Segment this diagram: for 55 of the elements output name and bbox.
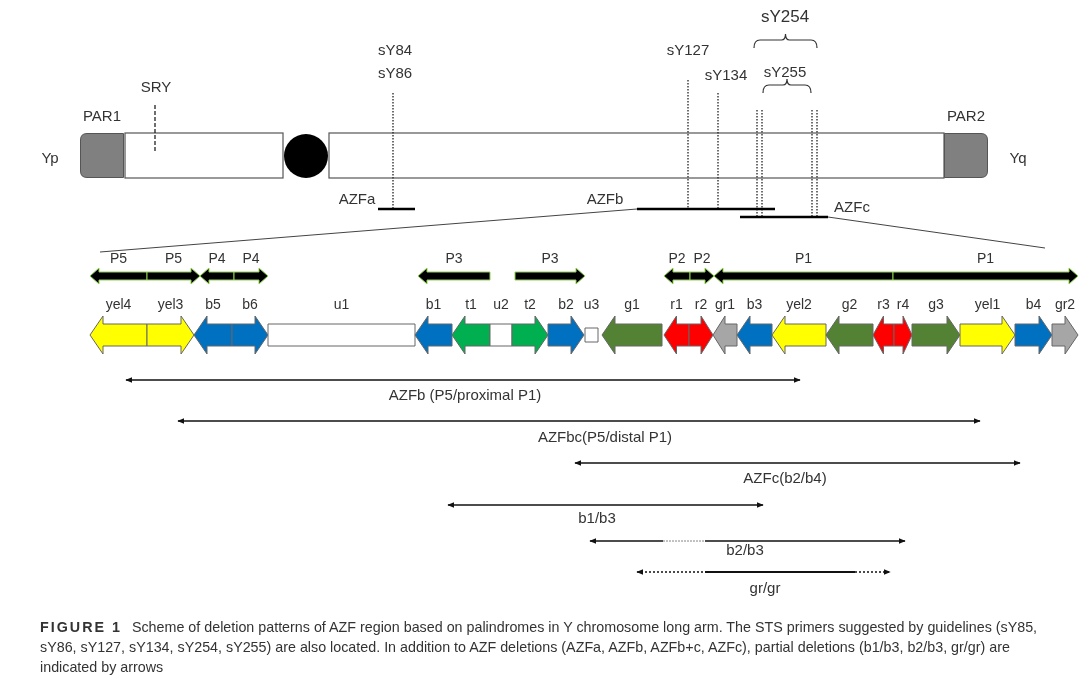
gene-label: gr1 — [714, 297, 736, 311]
region-label: PAR2 — [946, 108, 986, 123]
gene-label: r2 — [694, 297, 708, 311]
gene-label: g3 — [928, 297, 944, 311]
gene-label: b4 — [1025, 297, 1042, 311]
gene-label: yel1 — [974, 297, 1001, 311]
palindrome-label: P1 — [794, 251, 813, 265]
marker-label: sY134 — [704, 67, 748, 82]
palindrome-label: P4 — [242, 251, 260, 265]
gene-label: b5 — [205, 297, 221, 311]
gene-label: yel2 — [786, 297, 812, 311]
gene-label: g1 — [624, 297, 640, 311]
marker-label: sY254 — [760, 8, 810, 25]
palindrome-label: P3 — [445, 251, 463, 265]
palindrome-label: P4 — [208, 251, 226, 265]
deletion-label: AZFbc(P5/distal P1) — [537, 429, 673, 444]
marker-label: sY127 — [666, 42, 710, 57]
region-label: PAR1 — [82, 108, 122, 123]
deletion-label: gr/gr — [749, 580, 781, 595]
gene-label: u3 — [583, 297, 600, 311]
region-label: AZFc — [834, 199, 870, 214]
region-label: AZFa — [338, 191, 376, 206]
marker-label: Yp — [41, 150, 59, 165]
gene-label: b6 — [242, 297, 258, 311]
gene-label: u2 — [493, 297, 509, 311]
marker-label: SRY — [140, 79, 172, 94]
gene-label: yel4 — [105, 297, 132, 311]
deletion-label: AZFc(b2/b4) — [743, 470, 827, 485]
palindrome-label: P2 — [668, 251, 686, 265]
marker-label: Yq — [1009, 150, 1027, 165]
gene-label: u1 — [333, 297, 350, 311]
gene-label: b2 — [558, 297, 574, 311]
gene-label: r3 — [877, 297, 890, 311]
gene-label: b3 — [746, 297, 763, 311]
region-label: AZFb — [586, 191, 624, 206]
gene-label: r1 — [670, 297, 683, 311]
gene-label: t1 — [465, 297, 477, 311]
gene-label: r4 — [896, 297, 910, 311]
gene-label: g2 — [841, 297, 858, 311]
figure-caption: FIGURE 1 Scheme of deletion patterns of AZF region based on palindromes in Y chromosome long arm. The STS primers suggested by guidelines (sY85, sY86, sY127, sY134, sY254, sY255) are also located. In addition to AZF deletions (AZFa, AZFb, AZFb+c, AZFc), partial deletions (b1/b3, b2/b3, gr/gr) are indicated by arrows — [40, 618, 1039, 677]
deletion-label: b2/b3 — [726, 542, 764, 557]
palindrome-label: P5 — [164, 251, 183, 265]
marker-label: sY84 — [377, 42, 413, 57]
gene-label: b1 — [425, 297, 442, 311]
gene-label: gr2 — [1054, 297, 1076, 311]
deletion-label: b1/b3 — [578, 510, 616, 525]
marker-label: sY86 — [377, 65, 413, 80]
gene-label: yel3 — [157, 297, 184, 311]
deletion-label: AZFb (P5/proximal P1) — [388, 387, 542, 402]
palindrome-label: P5 — [109, 251, 128, 265]
palindrome-label: P2 — [693, 251, 711, 265]
palindrome-label: P1 — [976, 251, 995, 265]
palindrome-label: P3 — [541, 251, 559, 265]
marker-label: sY255 — [763, 64, 807, 79]
gene-label: t2 — [524, 297, 536, 311]
